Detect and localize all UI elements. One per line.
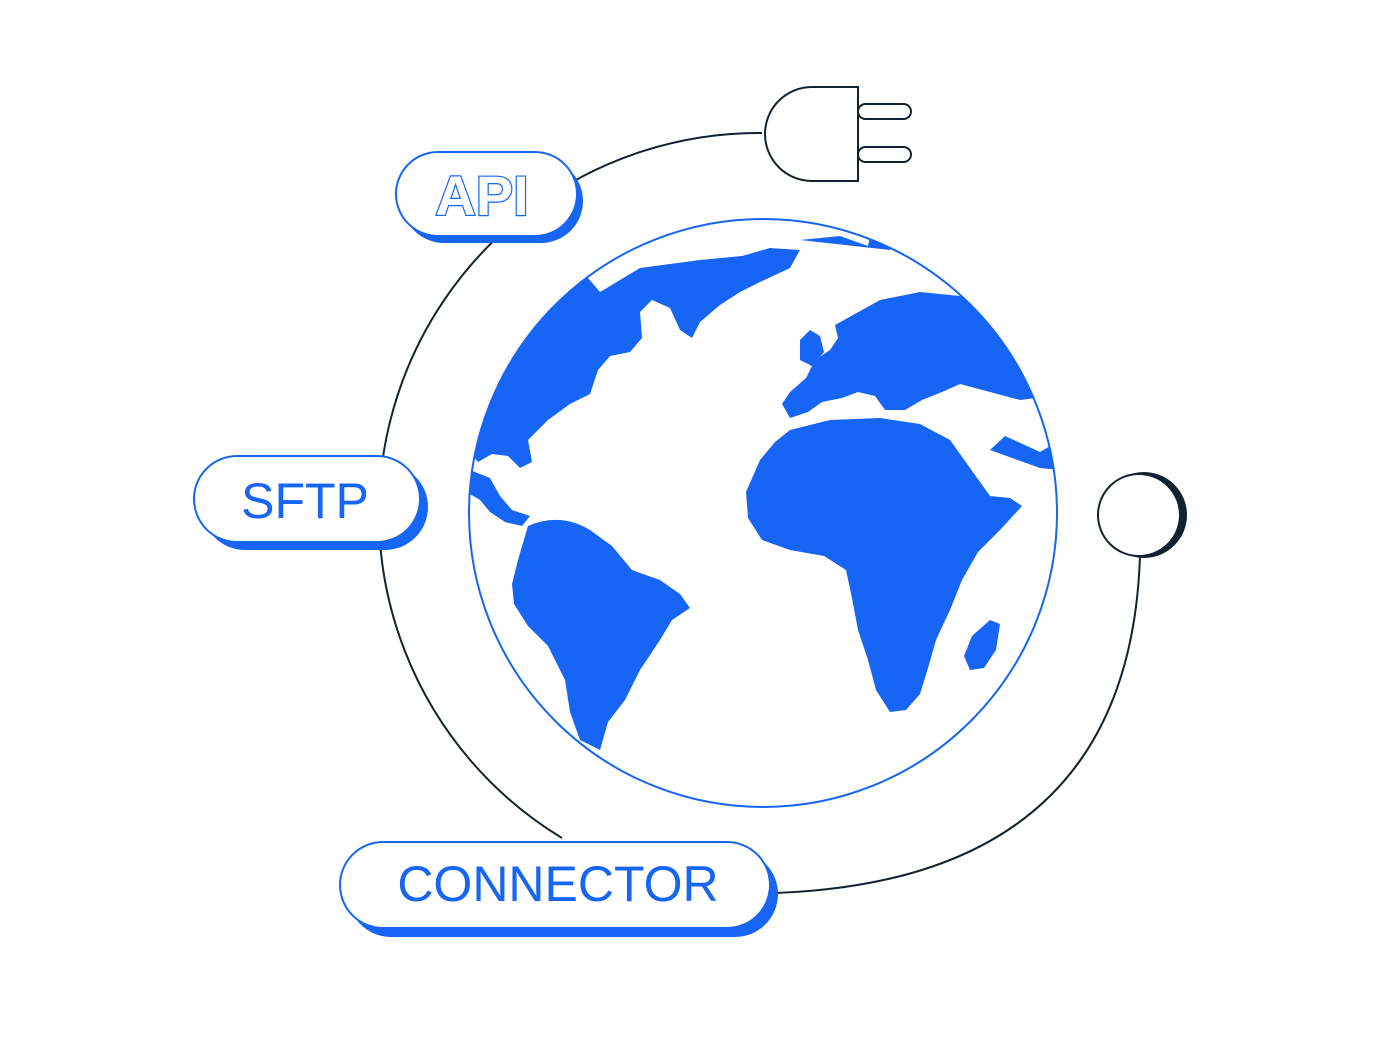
api-label: API — [435, 164, 528, 227]
continent-central-america — [470, 470, 530, 526]
continent-south-america — [512, 519, 690, 750]
connector-label: CONNECTOR — [397, 856, 718, 912]
api-pill: API — [395, 151, 583, 243]
globe-icon — [468, 218, 1058, 808]
continent-arabia — [990, 436, 1057, 470]
sftp-label: SFTP — [241, 473, 369, 529]
sftp-pill: SFTP — [193, 455, 428, 550]
orbit-ring — [377, 131, 1141, 894]
plug-icon — [764, 86, 912, 182]
connector-pill: CONNECTOR — [339, 841, 778, 937]
socket-ring-icon — [1097, 472, 1187, 558]
continent-africa — [746, 418, 1022, 712]
island-madagascar — [964, 620, 1000, 670]
continent-scandinavia — [800, 330, 824, 366]
